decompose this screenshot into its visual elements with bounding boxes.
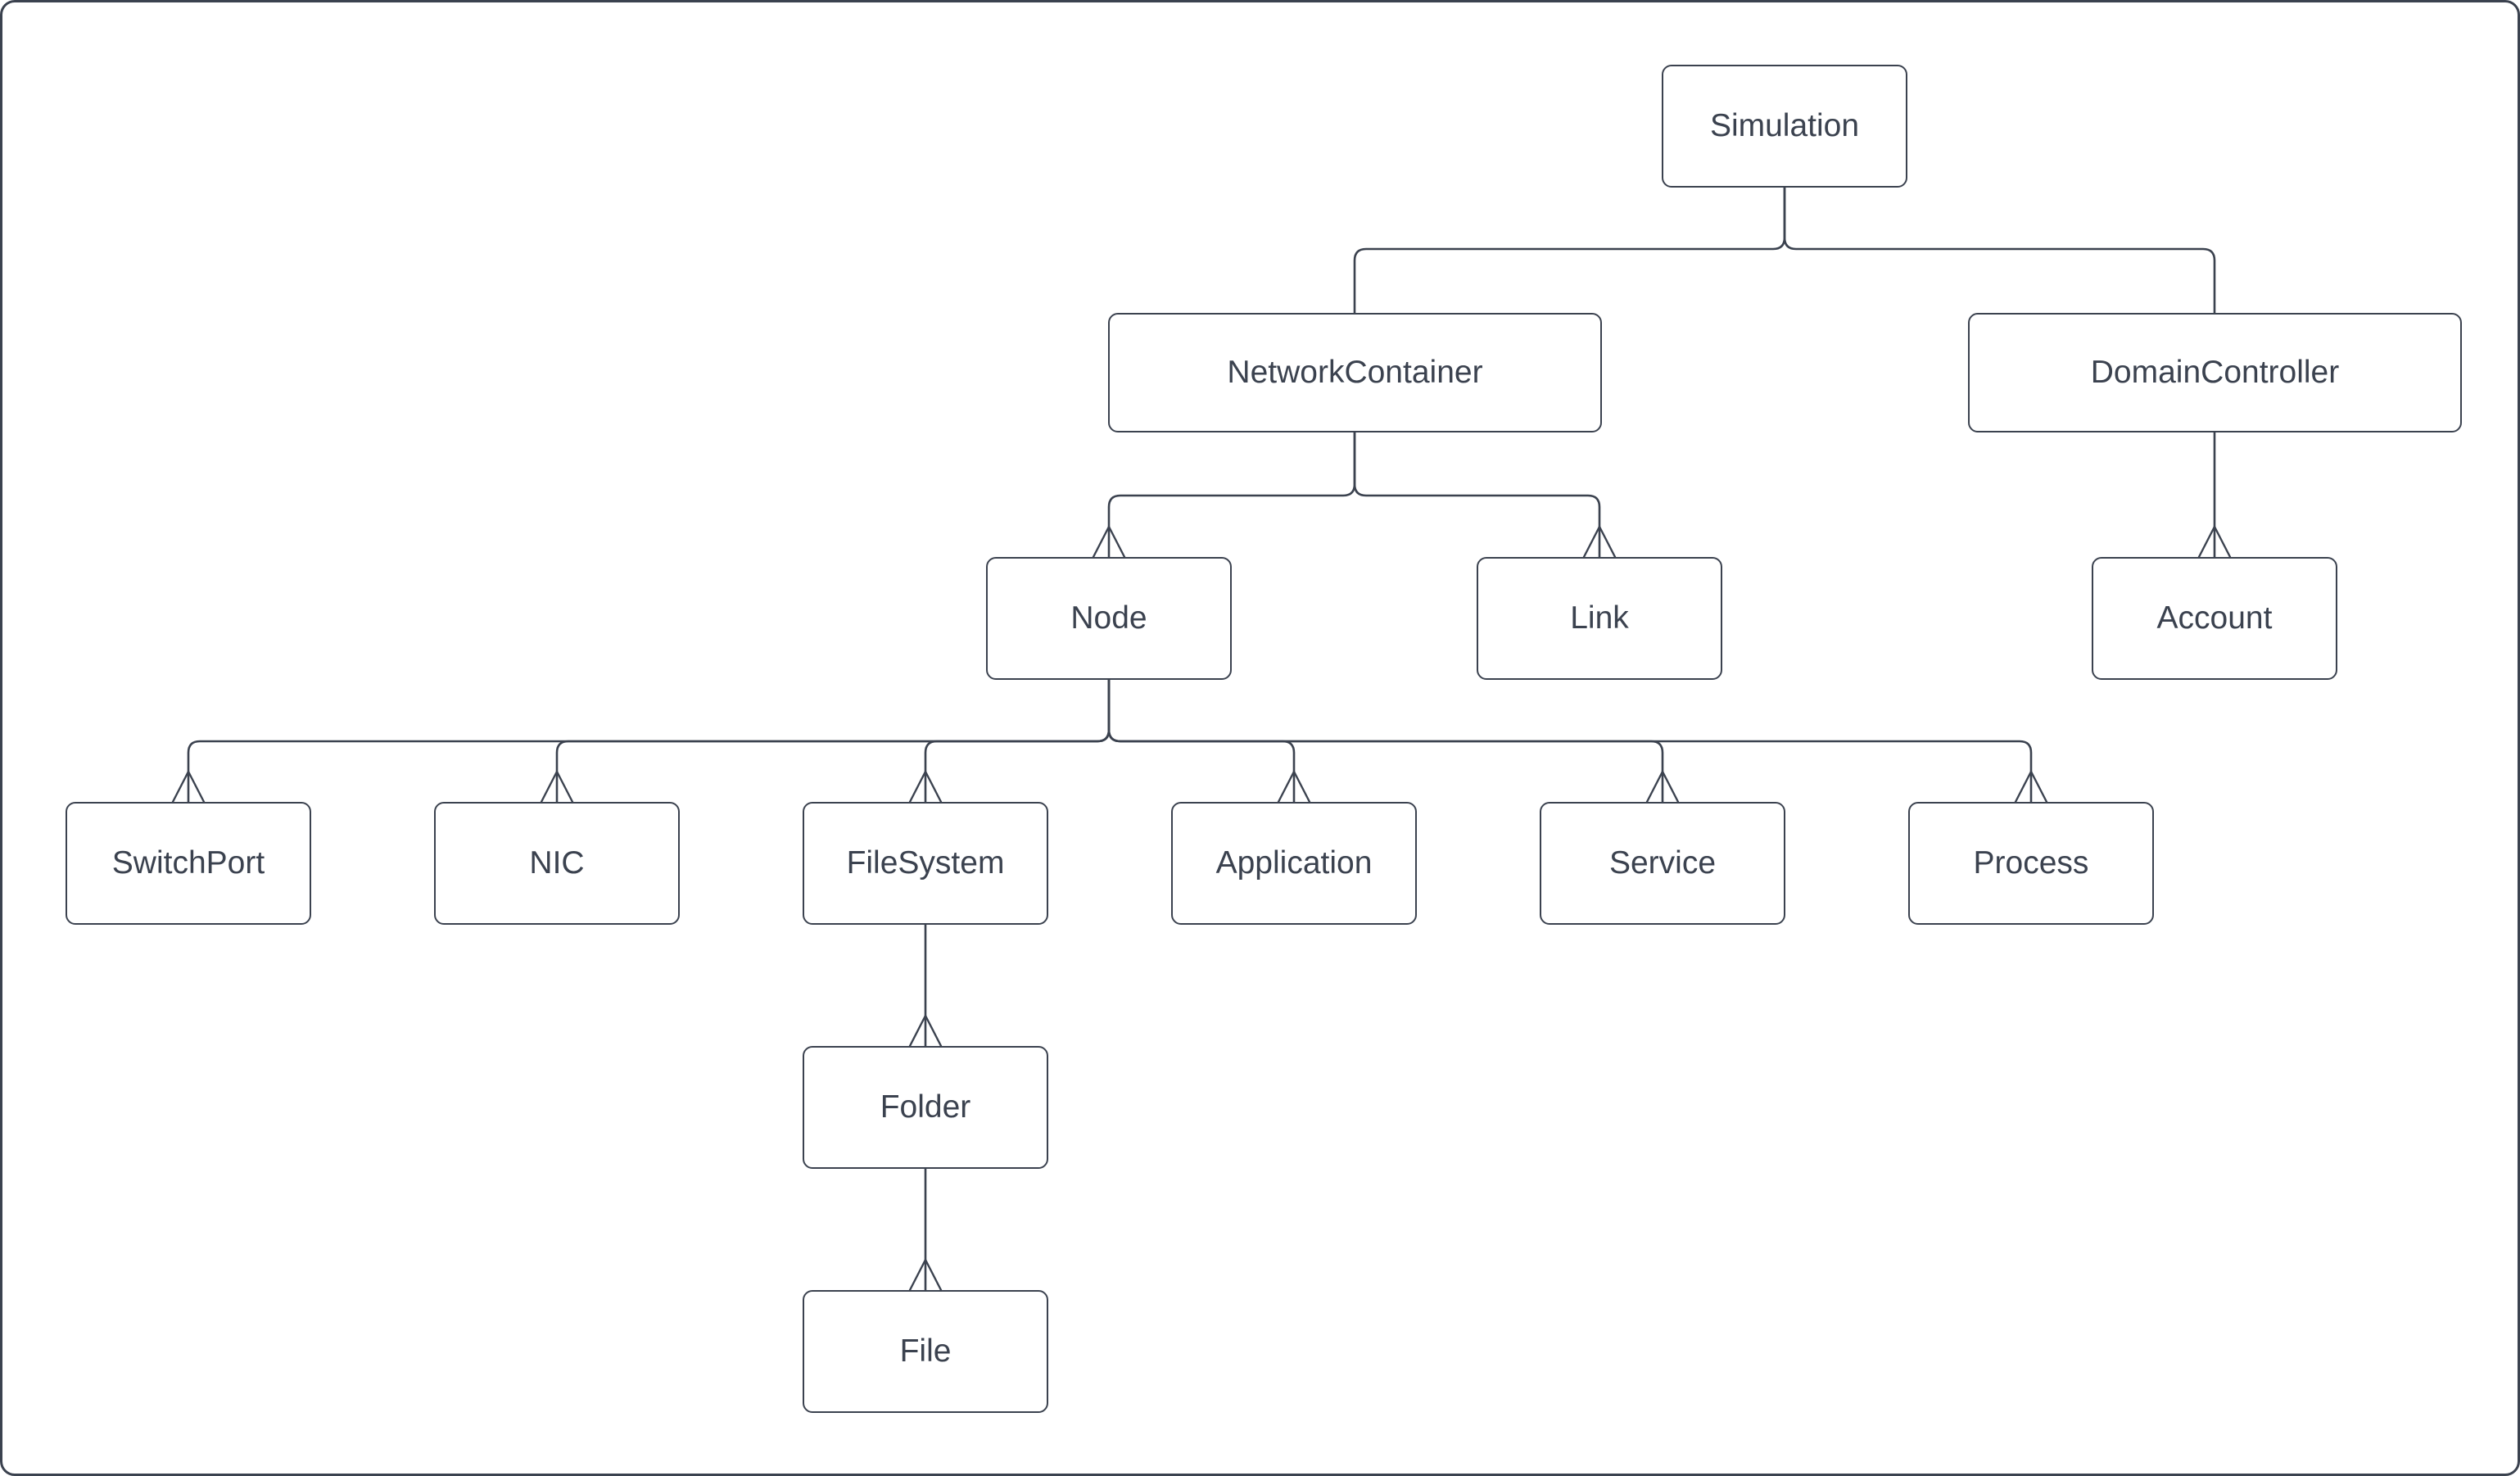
node-application[interactable]: Application [1171,802,1417,925]
edge-networkcontainer-link [1353,431,1601,559]
node-node-label: Node [1070,600,1147,636]
node-switch-port[interactable]: SwitchPort [66,802,311,925]
open-arrowhead-folder [908,1014,943,1048]
node-application-label: Application [1215,844,1373,881]
node-domain-controller-label: DomainController [2090,354,2340,390]
node-account[interactable]: Account [2092,557,2337,680]
node-process-label: Process [1973,844,2089,881]
node-link[interactable]: Link [1477,557,1722,680]
open-arrowhead-file [908,1258,943,1292]
node-file[interactable]: File [803,1290,1048,1413]
node-switch-port-label: SwitchPort [111,844,265,881]
open-arrowhead-nic [540,770,574,804]
open-arrowhead-node [1092,525,1126,559]
edge-simulation-networkcontainer [1353,186,1786,315]
open-arrowhead-filesystem [908,770,943,804]
open-arrowhead-link [1582,525,1617,559]
node-service-label: Service [1608,844,1717,881]
open-arrowhead-service [1645,770,1680,804]
node-file-label: File [899,1333,952,1369]
node-nic[interactable]: NIC [434,802,680,925]
node-link-label: Link [1570,600,1629,636]
edge-node-filesystem [924,678,1111,804]
node-simulation-label: Simulation [1709,107,1860,143]
node-domain-controller[interactable]: DomainController [1968,313,2462,432]
open-arrowhead-process [2014,770,2048,804]
open-arrowhead-account [2197,525,2232,559]
node-file-system-label: FileSystem [846,844,1005,881]
node-folder-label: Folder [880,1089,971,1125]
edge-networkcontainer-node [1107,431,1356,559]
node-network-container[interactable]: NetworkContainer [1108,313,1602,432]
open-arrowhead-application [1277,770,1311,804]
node-service[interactable]: Service [1540,802,1785,925]
node-file-system[interactable]: FileSystem [803,802,1048,925]
node-process[interactable]: Process [1908,802,2154,925]
node-nic-label: NIC [529,844,585,881]
node-network-container-label: NetworkContainer [1227,354,1483,390]
edge-node-process [1107,678,2033,804]
node-node[interactable]: Node [986,557,1232,680]
open-arrowhead-switchport [171,770,206,804]
node-folder[interactable]: Folder [803,1046,1048,1169]
node-account-label: Account [2156,600,2273,636]
edge-simulation-domaincontroller [1783,186,2216,315]
node-simulation[interactable]: Simulation [1662,65,1907,188]
